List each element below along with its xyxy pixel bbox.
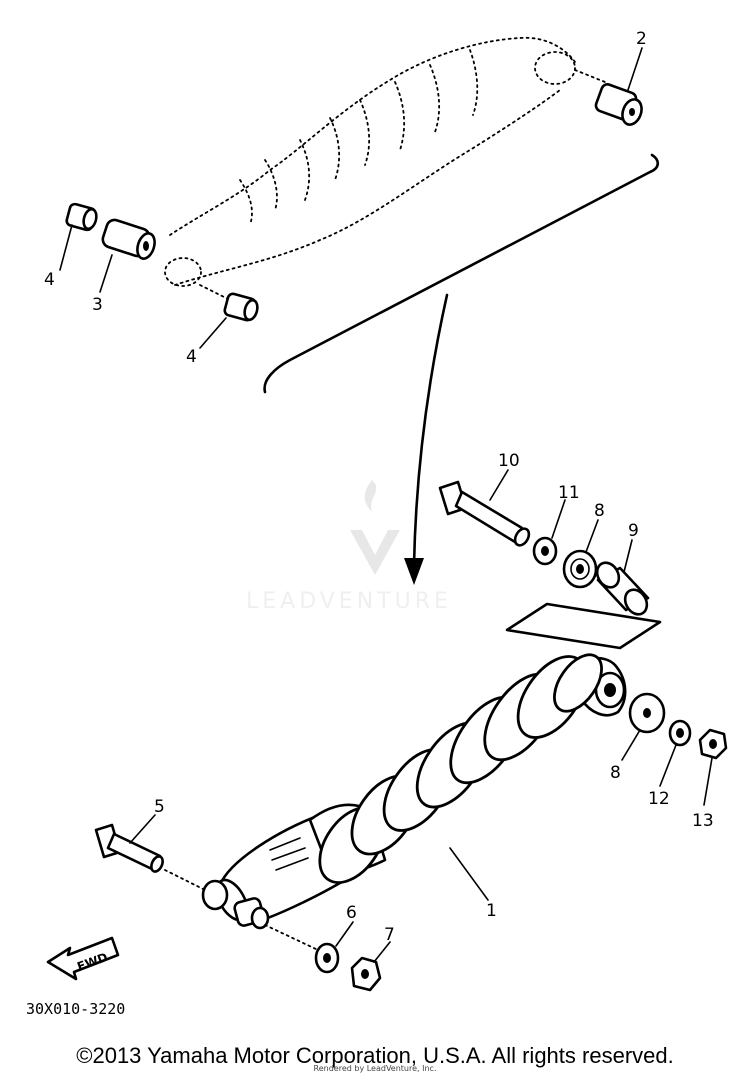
copyright-notice: ©2013 Yamaha Motor Corporation, U.S.A. A…	[76, 1043, 674, 1068]
callout-8-lower: 8	[610, 763, 621, 783]
part-8-seal-lower	[628, 692, 666, 734]
callout-11: 11	[558, 483, 580, 503]
callout-labels: 2 4 3 4 10 11 8 9 8 12 13 5 1 6 7	[44, 29, 714, 945]
part-8-seal-upper	[562, 549, 598, 589]
diagram-code: 30X010-3220	[26, 1000, 125, 1018]
callout-10: 10	[498, 451, 520, 471]
part-5-bolt	[94, 823, 206, 891]
phantom-shock-outline	[164, 36, 606, 301]
leader-lines	[59, 47, 713, 963]
watermark-text: LEADVENTURE	[246, 589, 452, 614]
assembly-arrow-line	[412, 293, 449, 567]
callout-7: 7	[384, 925, 395, 945]
callout-6: 6	[346, 903, 357, 923]
part-7-nut	[350, 956, 382, 992]
rendered-by-notice: Rendered by LeadVenture, Inc.	[313, 1064, 437, 1073]
part-12-washer	[668, 719, 692, 747]
part-4-collar-upper	[65, 202, 98, 232]
part-6-washer	[264, 924, 340, 974]
callout-3: 3	[92, 295, 103, 315]
part-2-bushing	[594, 83, 643, 126]
part-1-shock-absorber	[201, 653, 627, 930]
assembly-arrow-head	[404, 558, 424, 585]
callout-12: 12	[648, 789, 670, 809]
callout-5: 5	[154, 797, 165, 817]
mounting-plate-outline	[505, 602, 662, 650]
callout-4-upper: 4	[44, 270, 55, 290]
fwd-direction-arrow: FWD	[46, 936, 120, 981]
callout-8-upper: 8	[594, 501, 605, 521]
callout-1: 1	[486, 901, 497, 921]
part-3-bushing	[101, 218, 156, 260]
callout-4-lower: 4	[186, 347, 197, 367]
phantom-frame-outline	[263, 153, 660, 394]
watermark-logo: LEADVENTURE	[246, 480, 452, 614]
part-9-collar	[595, 561, 650, 616]
callout-9: 9	[628, 521, 639, 541]
part-11-washer	[532, 536, 558, 566]
part-13-nut	[698, 728, 728, 760]
part-4-collar-lower	[223, 292, 259, 322]
callout-13: 13	[692, 811, 714, 831]
callout-2: 2	[636, 29, 647, 49]
part-10-bolt	[438, 480, 531, 547]
